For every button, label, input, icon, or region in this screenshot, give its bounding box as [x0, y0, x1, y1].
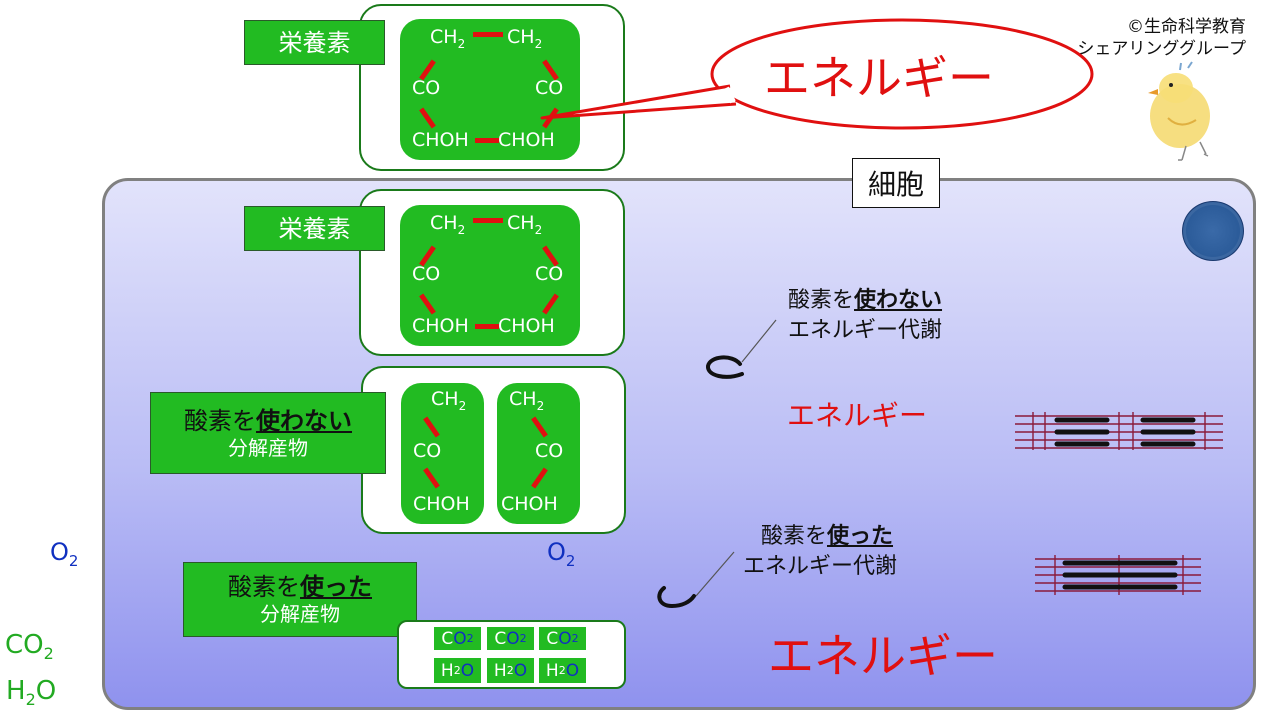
ch2-label: CH2	[430, 212, 466, 237]
co-label: CO	[413, 440, 442, 462]
muscle-fiber-icon	[1035, 555, 1201, 595]
bond	[419, 293, 436, 315]
mitochondrion-icon	[657, 586, 696, 609]
choh-label: CHOH	[501, 493, 558, 515]
chick-mascot-icon	[1148, 61, 1210, 161]
energy-text-small: エネルギー	[787, 399, 928, 432]
co-label: CO	[412, 263, 441, 285]
co2-label-outside: CO2	[5, 630, 54, 664]
co-label: CO	[535, 263, 564, 285]
ch2-label: CH2	[507, 212, 543, 237]
co-label: CO	[535, 77, 564, 99]
h2o-label-outside: H2O	[6, 676, 57, 710]
choh-label: CHOH	[498, 315, 555, 337]
glucose-molecule-cell: CH2 CH2 CO CO CHOH CHOH	[400, 205, 580, 346]
aerobic-product-tag: 酸素を使った 分解産物	[183, 562, 417, 637]
bond	[531, 416, 548, 438]
bond	[475, 138, 499, 143]
aerobic-metabolism-label: 酸素を使った エネルギー代謝	[743, 524, 898, 579]
ch2-label: CH2	[431, 388, 467, 413]
ch2-label: CH2	[509, 388, 545, 413]
copyright-text: ©生命科学教育 シェアリンググループ	[1077, 17, 1246, 60]
glucose-molecule-top: CH2 CH2 CO CO CHOH CHOH	[400, 19, 580, 160]
pointer-line	[695, 551, 735, 597]
energy-text-large: エネルギー	[768, 629, 998, 683]
anaerobic-metabolism-label: 酸素を使わない エネルギー代謝	[788, 288, 943, 343]
nucleus-icon	[1182, 201, 1244, 261]
nutrient-tag-cell: 栄養素	[244, 206, 385, 251]
bond	[423, 467, 440, 489]
ch2-label: CH2	[507, 26, 543, 51]
cell-label: 細胞	[852, 158, 940, 208]
ch2-label: CH2	[430, 26, 466, 51]
nutrient-tag-top: 栄養素	[244, 20, 385, 65]
bond	[473, 218, 503, 223]
pyruvate-molecule-left: CH2 CO CHOH	[401, 383, 484, 524]
mitochondrion-icon	[706, 355, 744, 379]
oxygen-label-outside: O2	[50, 538, 79, 570]
bond	[531, 467, 548, 489]
oxygen-label-inside: O2	[547, 538, 576, 570]
co-label: CO	[412, 77, 441, 99]
choh-label: CHOH	[413, 493, 470, 515]
muscle-fiber-icon	[1015, 412, 1223, 450]
energy-speech-bubble	[540, 18, 1094, 130]
co-label: CO	[535, 440, 564, 462]
bond	[419, 107, 436, 129]
anaerobic-product-tag: 酸素を使わない 分解産物	[150, 392, 386, 474]
choh-label: CHOH	[412, 129, 469, 151]
bond	[423, 416, 440, 438]
choh-label: CHOH	[412, 315, 469, 337]
pointer-line	[741, 319, 777, 363]
pyruvate-molecule-right: CH2 CO CHOH	[497, 383, 580, 524]
choh-label: CHOH	[498, 129, 555, 151]
bond	[542, 293, 559, 315]
energy-bubble-text: エネルギー	[764, 51, 994, 105]
bond	[473, 32, 503, 37]
bond	[475, 324, 499, 329]
